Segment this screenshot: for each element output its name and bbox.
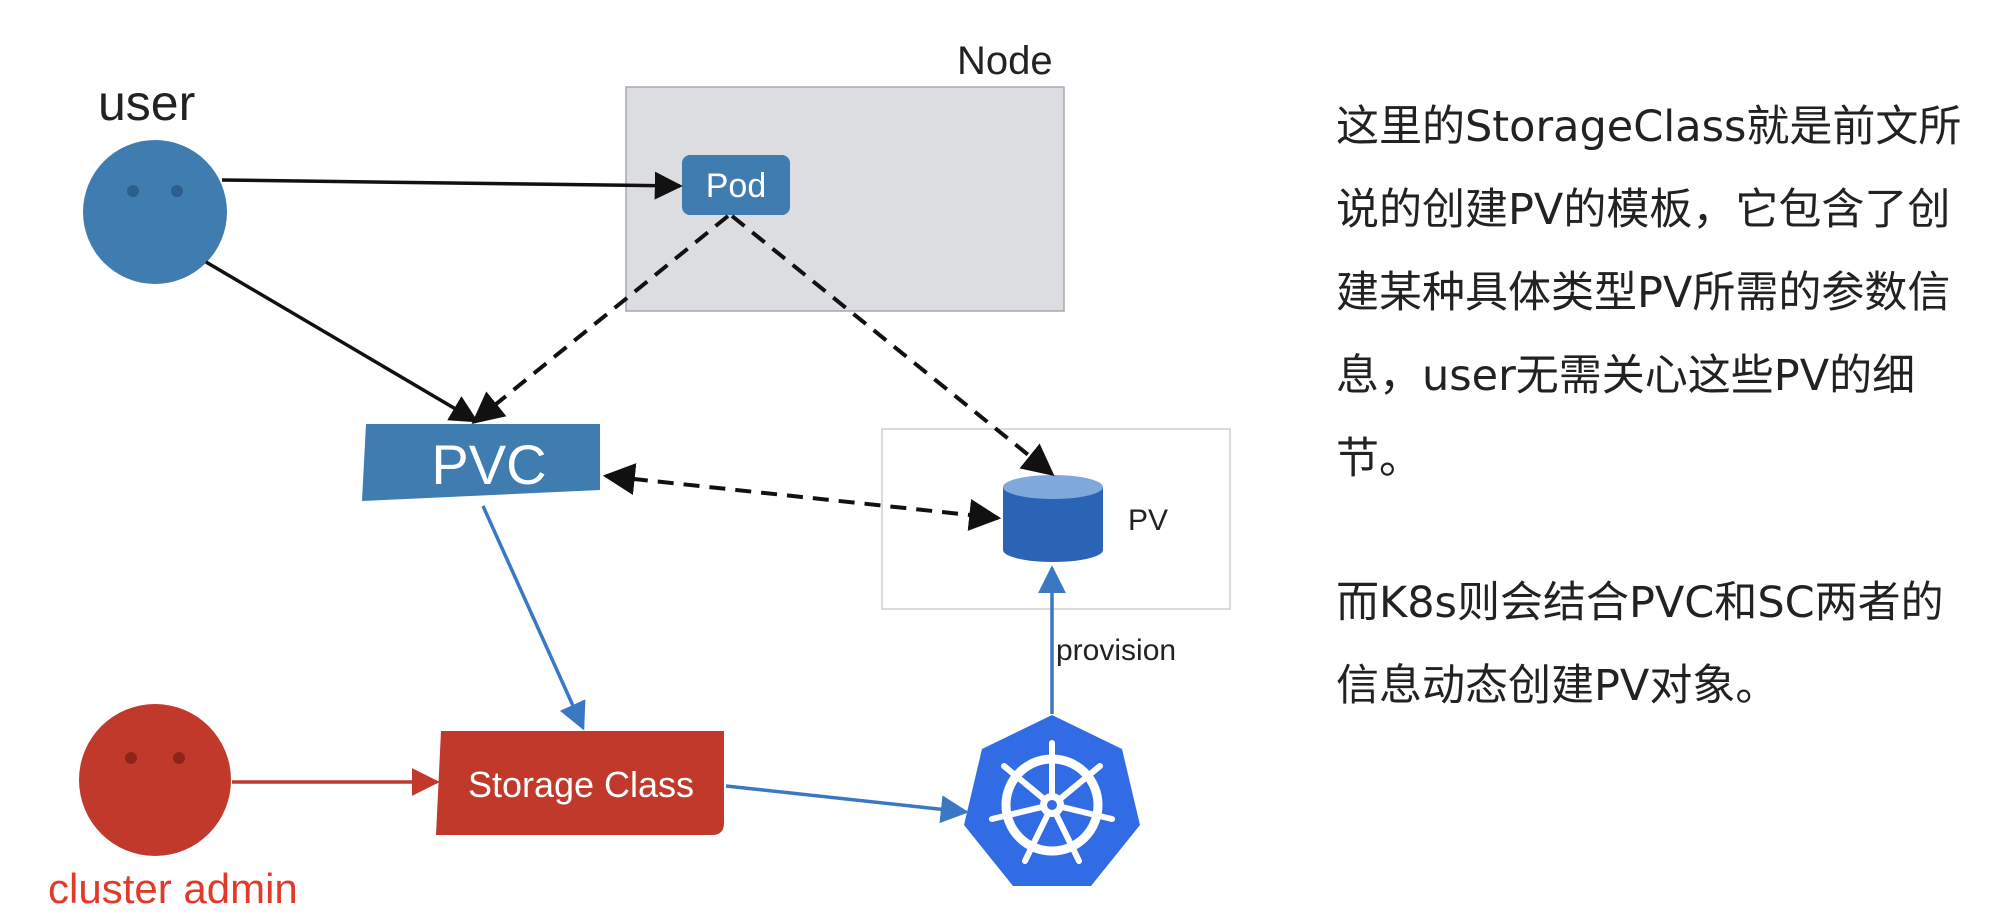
- cluster-admin-avatar: cluster admin: [48, 704, 298, 912]
- kubernetes-logo-icon: [964, 715, 1140, 886]
- arrow-pvc-to-storage-class: [481, 505, 586, 731]
- description-paragraph-1: 这里的StorageClass就是前文所说的创建PV的模板，它包含了创建某种具体…: [1336, 102, 1962, 484]
- storage-class-label: Storage Class: [468, 764, 694, 805]
- arrow-storage-class-to-k8s: [725, 784, 969, 824]
- provision-label: provision: [1056, 634, 1176, 667]
- user-label: user: [98, 75, 195, 131]
- description-paragraph-2: 而K8s则会结合PVC和SC两者的信息动态创建PV对象。: [1336, 578, 1944, 711]
- description-text: 这里的StorageClass就是前文所说的创建PV的模板，它包含了创建某种具体…: [1336, 86, 1976, 728]
- cluster-admin-label: cluster admin: [48, 865, 298, 912]
- arrow-pvc-pv-bidirectional: [602, 463, 1002, 531]
- arrow-user-to-pod: [221, 171, 683, 200]
- pv-label: PV: [1128, 504, 1168, 537]
- pv-cylinder-icon: [1003, 475, 1103, 562]
- arrow-user-to-pvc: [205, 260, 479, 423]
- node-label: Node: [957, 39, 1053, 83]
- pvc-label: PVC: [431, 433, 546, 496]
- pod-node: Pod: [682, 155, 790, 215]
- pvc-node: PVC: [362, 424, 600, 501]
- arrow-pod-to-pvc: [471, 214, 730, 425]
- storage-class-node: Storage Class: [436, 731, 724, 835]
- arrow-pod-to-pv: [730, 214, 1055, 477]
- pod-label: Pod: [706, 167, 767, 205]
- user-avatar: user: [83, 75, 227, 284]
